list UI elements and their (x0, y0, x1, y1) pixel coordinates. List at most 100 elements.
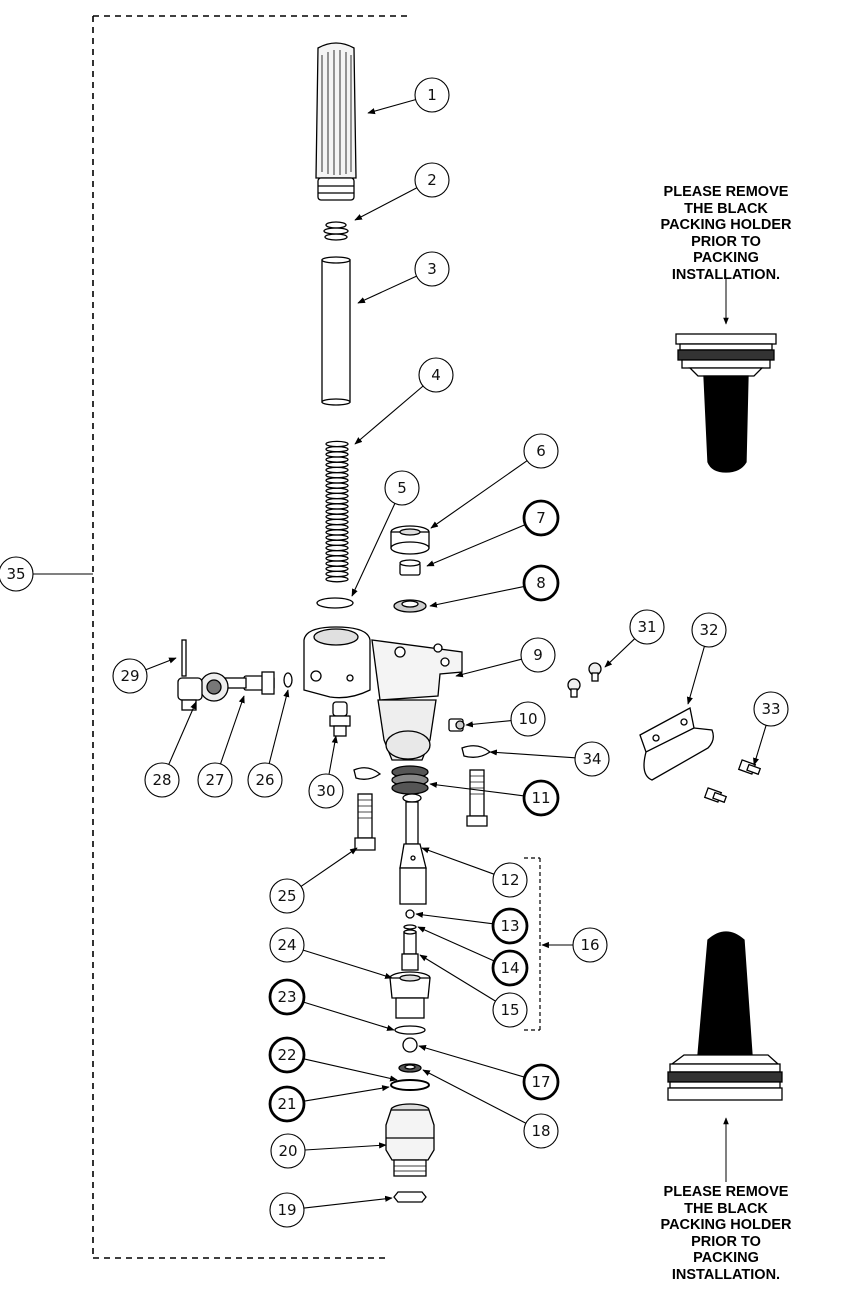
callout-leader-12 (421, 847, 495, 875)
callout-18: 18 (523, 1113, 559, 1149)
callout-circle (414, 77, 450, 113)
callout-22: 22 (268, 1036, 306, 1074)
small-spring-part (323, 221, 349, 241)
callout-8: 8 (522, 564, 560, 602)
callout-leader-15 (419, 954, 496, 1002)
callout-number: 31 (637, 618, 656, 636)
callout-7: 7 (522, 499, 560, 537)
bracket-part (639, 707, 714, 781)
callout-number: 15 (500, 1001, 519, 1019)
callout-28: 28 (144, 762, 180, 798)
callout-leader-17 (418, 1045, 525, 1078)
callout-35: 35 (0, 556, 34, 592)
callout-leader-20 (304, 1142, 387, 1151)
callout-number: 7 (536, 509, 546, 527)
callout-leader-3 (357, 275, 417, 304)
grip-handle-part (315, 42, 357, 201)
callout-leader-31 (604, 638, 636, 668)
callout-circle (269, 1192, 305, 1228)
callout-29: 29 (112, 658, 148, 694)
callout-1: 1 (414, 77, 450, 113)
bolt-part (466, 769, 488, 827)
note-line: PACKING HOLDER (660, 217, 792, 233)
callout-number: 19 (277, 1201, 296, 1219)
bolt-part (354, 793, 376, 851)
callout-25: 25 (269, 878, 305, 914)
callout-number: 2 (427, 171, 437, 189)
o-ring-part (316, 597, 354, 609)
callout-30: 30 (308, 773, 344, 809)
callout-circle (418, 357, 454, 393)
pump-body-part (303, 626, 463, 761)
callout-circle (510, 701, 546, 737)
cylinder-head-part (389, 971, 431, 1019)
callout-circle (522, 499, 560, 537)
note-line: INSTALLATION. (671, 266, 781, 283)
small-bolt-part (588, 662, 602, 682)
callout-20: 20 (270, 1133, 306, 1169)
callout-number: 28 (152, 771, 171, 789)
hex-nut-part (393, 1191, 427, 1203)
callout-leader-9 (455, 658, 522, 678)
callout-circle (753, 691, 789, 727)
callout-number: 32 (699, 621, 718, 639)
callout-leader-25 (300, 847, 358, 887)
callout-leader-24 (303, 949, 393, 979)
note-line: PACKING (693, 1250, 759, 1266)
tube-part (321, 256, 351, 406)
callout-number: 33 (761, 700, 780, 718)
side-o-ring-part (283, 672, 293, 688)
callout-number: 17 (531, 1073, 550, 1091)
callout-14: 14 (491, 949, 529, 987)
callout-circle (492, 862, 528, 898)
callout-leader-22 (303, 1058, 398, 1082)
callout-leader-2 (354, 187, 418, 221)
check-ball-part (402, 1037, 418, 1053)
seal-part (393, 599, 427, 613)
callout-number: 16 (580, 936, 599, 954)
cylinder-o-ring-part (394, 1025, 426, 1035)
callout-31: 31 (629, 609, 665, 645)
callout-circle (492, 992, 528, 1028)
plunger-part (399, 801, 427, 905)
kit-bracket (524, 857, 541, 1031)
callout-circle (269, 927, 305, 963)
callout-circle (523, 433, 559, 469)
callout-6: 6 (523, 433, 559, 469)
callout-2: 2 (414, 162, 450, 198)
callout-leader-34 (489, 749, 576, 759)
callout-number: 3 (427, 260, 437, 278)
callout-circle (522, 564, 560, 602)
callout-circle (247, 762, 283, 798)
lock-washer-part (461, 745, 492, 758)
callout-leader-30 (328, 735, 338, 775)
lock-washer-part (353, 767, 382, 780)
note-line: PRIOR TO (691, 1233, 761, 1250)
gasket-part (390, 1079, 430, 1091)
callout-leader-7 (426, 524, 526, 567)
callout-circle (144, 762, 180, 798)
callout-circle (414, 162, 450, 198)
seat-part (398, 1063, 422, 1073)
callout-leader-18 (422, 1069, 527, 1124)
note-line: PLEASE REMOVE (663, 1184, 789, 1200)
callout-number: 25 (277, 887, 296, 905)
callout-leader-28 (168, 701, 197, 765)
callout-number: 22 (277, 1046, 296, 1064)
callout-number: 13 (500, 917, 519, 935)
note-line: PACKING HOLDER (660, 1217, 792, 1233)
packing-holder-top (675, 333, 777, 473)
note-line: PACKING (693, 250, 759, 266)
callout-19: 19 (269, 1192, 305, 1228)
callout-number: 6 (536, 442, 546, 460)
callout-circle (0, 556, 34, 592)
callout-number: 4 (431, 366, 441, 384)
callout-15: 15 (492, 992, 528, 1028)
callout-leader-33 (753, 725, 767, 766)
callout-23: 23 (268, 978, 306, 1016)
callout-24: 24 (269, 927, 305, 963)
callout-number: 29 (120, 667, 139, 685)
callout-5: 5 (384, 470, 420, 506)
small-o-ring-part (403, 924, 417, 930)
